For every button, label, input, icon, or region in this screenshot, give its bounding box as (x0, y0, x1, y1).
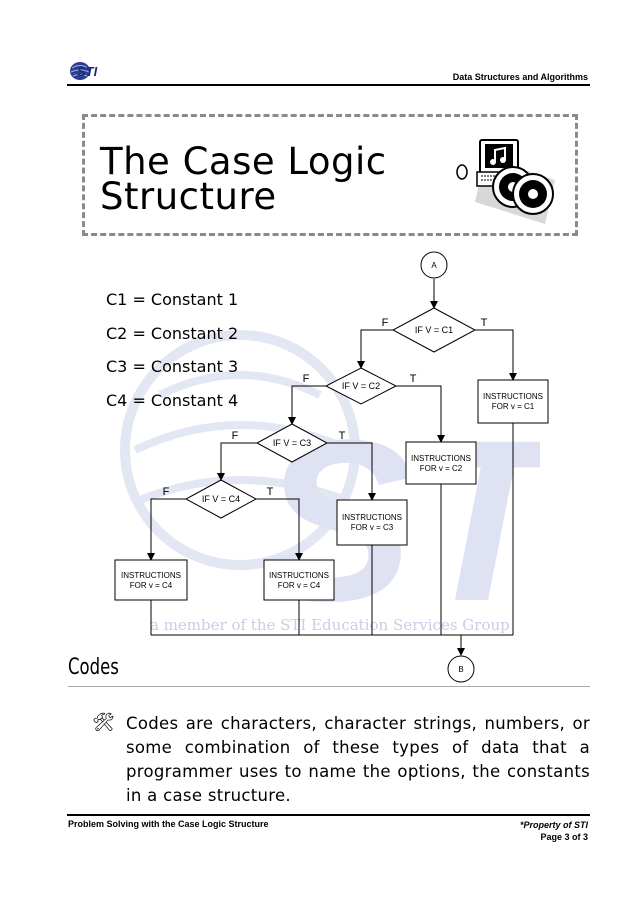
constant-1: C1 = Constant 1 (106, 290, 239, 309)
logo-text: STI (77, 64, 98, 79)
music-cd-icon (456, 139, 555, 224)
instructions-c1 (477, 379, 549, 424)
true-label-2: T (410, 373, 417, 385)
footer-course-title: Problem Solving with the Case Logic Stru… (68, 819, 269, 829)
codes-heading: Codes (68, 655, 119, 680)
footer-right: *Property of STI Page 3 of 3 (520, 819, 588, 843)
instructions-c2-line1: INSTRUCTIONS (411, 454, 471, 463)
case-flowchart: A B IF V = C1 F T IF V = C2 F T IF V = C… (114, 251, 549, 683)
false-label-1: F (382, 317, 389, 329)
instructions-c3-line2: FOR v = C3 (351, 523, 394, 532)
title-frame (82, 114, 578, 236)
decision-c3 (255, 423, 329, 463)
decision-c4 (184, 479, 258, 519)
decision-c1-label: IF V = C1 (415, 325, 453, 335)
decision-c3-label: IF V = C3 (273, 438, 311, 448)
title-line-2: Structure (100, 175, 277, 218)
connector-a-label: A (431, 261, 437, 270)
connector-b-label: B (458, 665, 463, 674)
codes-divider (68, 686, 590, 687)
instructions-c4-false (114, 559, 188, 601)
instructions-c1-line1: INSTRUCTIONS (483, 392, 543, 401)
false-label-3: F (232, 430, 239, 442)
footer-divider (67, 814, 590, 816)
footer-property: *Property of STI (519, 820, 588, 830)
constants-list: C1 = Constant 1 C2 = Constant 2 C3 = Con… (106, 290, 238, 424)
connector-b (447, 655, 475, 683)
false-label-2: F (303, 373, 310, 385)
tools-icon: 🛠 (92, 712, 115, 732)
true-label-4: T (267, 486, 274, 498)
page-title: The Case Logic Structure (100, 140, 387, 218)
instructions-c2 (405, 441, 477, 485)
constant-3: C3 = Constant 3 (106, 357, 239, 376)
title-line-1: The Case Logic (100, 140, 387, 183)
header-divider (67, 84, 590, 86)
constant-4: C4 = Constant 4 (106, 390, 239, 410)
decision-c2 (324, 367, 398, 405)
instructions-c1-line2: FOR v = C1 (492, 402, 535, 411)
codes-definition: Codes are characters, character strings,… (126, 714, 590, 805)
decision-c1 (391, 307, 477, 353)
true-label-3: T (339, 430, 346, 442)
member-watermark: a member of the STI Education Services G… (150, 616, 510, 634)
sti-logo: STI (70, 62, 98, 80)
connector-a (420, 251, 448, 279)
instructions-c4-true (263, 559, 335, 601)
instructions-c4a-line1: INSTRUCTIONS (121, 571, 181, 580)
decision-c4-label: IF V = C4 (202, 494, 240, 504)
false-label-4: F (163, 486, 170, 498)
instructions-c4b-line1: INSTRUCTIONS (269, 571, 329, 580)
header-title: Data Structures and Algorithms (452, 72, 588, 82)
true-label-1: T (481, 317, 488, 329)
instructions-c4b-line2: FOR v = C4 (278, 581, 321, 590)
instructions-c3-line1: INSTRUCTIONS (342, 513, 402, 522)
instructions-c3 (336, 499, 408, 546)
instructions-c2-line2: FOR v = C2 (420, 464, 463, 473)
instructions-c4a-line2: FOR v = C4 (130, 581, 173, 590)
constant-2: C2 = Constant 2 (106, 323, 239, 343)
decision-c2-label: IF V = C2 (342, 381, 380, 391)
footer-page-number: Page 3 of 3 (540, 832, 588, 842)
